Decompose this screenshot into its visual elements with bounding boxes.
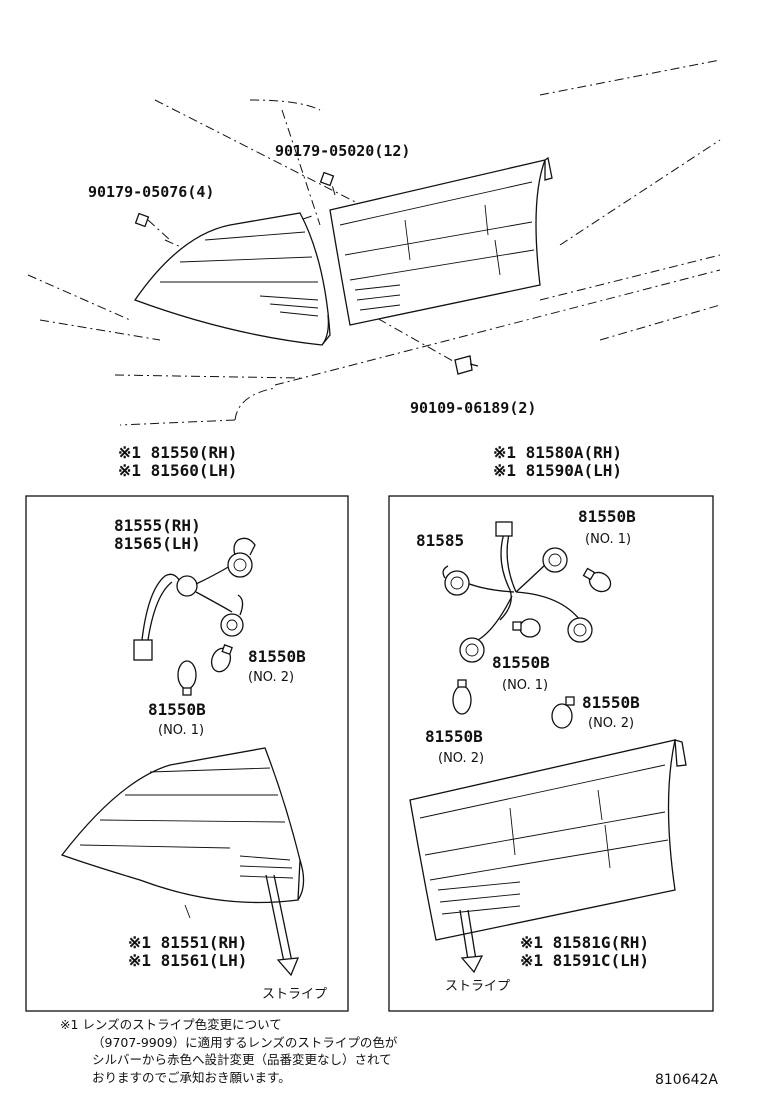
left-socket-harness xyxy=(133,537,256,661)
left-socket-rh: 81555(RH) xyxy=(114,516,201,535)
clip-part-number: 90179-05020(12) xyxy=(275,142,410,160)
left-lens-rh: ※1 81551(RH) xyxy=(128,933,247,952)
right-bulb-b-note: (NO. 1) xyxy=(502,678,548,693)
left-bulb-no2-number: 81550B xyxy=(248,647,306,666)
footnote-block: ※1 レンズのストライプ色変更について （9707-9909）に適用するレンズの… xyxy=(60,1016,620,1086)
right-bulb-a-icon xyxy=(582,567,612,593)
left-bulb-no2-icon xyxy=(210,644,233,673)
right-bulb-a-note: (NO. 1) xyxy=(585,532,631,547)
top-rear-garnish xyxy=(329,156,553,326)
right-bulb-d-note: (NO. 2) xyxy=(588,716,634,731)
right-lens-rh: ※1 81581G(RH) xyxy=(520,933,649,952)
footnote-line: シルバーから赤色へ設計変更（品番変更なし）されて xyxy=(92,1052,392,1067)
left-lens-lh: ※1 81561(LH) xyxy=(128,951,247,970)
right-wire-harness xyxy=(442,521,593,663)
right-group-box xyxy=(388,495,714,1012)
left-header-rh: ※1 81550(RH) xyxy=(118,443,237,462)
right-bulb-b-number: 81550B xyxy=(492,653,550,672)
left-bulb-no1-icon xyxy=(177,660,197,696)
right-header-lh: ※1 81590A(LH) xyxy=(493,461,622,480)
top-left-tail-lamp xyxy=(133,212,331,346)
right-stripe-arrow-icon xyxy=(459,909,484,974)
right-stripe-label: ストライプ xyxy=(445,979,510,994)
right-header-rh: ※1 81580A(RH) xyxy=(493,443,622,462)
right-bulb-d-icon xyxy=(551,696,575,729)
left-bulb-no1-note: (NO. 1) xyxy=(158,723,204,738)
left-group-box xyxy=(25,495,349,1012)
right-bulb-a-number: 81550B xyxy=(578,507,636,526)
clip-fastener-icon xyxy=(134,171,479,375)
footnote-line: （9707-9909）に適用するレンズのストライプの色が xyxy=(92,1034,398,1050)
clip-part-number-b: 90179-05076(4) xyxy=(88,183,214,201)
left-header-lh: ※1 81560(LH) xyxy=(118,461,237,480)
right-lens-lh: ※1 81591C(LH) xyxy=(520,951,649,970)
left-stripe-label: ストライプ xyxy=(262,987,327,1002)
bolt-part-number: 90109-06189(2) xyxy=(410,399,536,417)
left-tail-lamp-lens xyxy=(60,747,305,919)
left-stripe-arrow-icon xyxy=(265,874,300,977)
footnote-line: おりますのでご承知おき願います。 xyxy=(92,1069,291,1085)
left-socket-lh: 81565(LH) xyxy=(114,534,201,553)
left-bulb-no2-note: (NO. 2) xyxy=(248,670,294,685)
right-harness-number: 81585 xyxy=(416,531,464,550)
right-bulb-b-icon xyxy=(512,618,541,638)
right-bulb-d-number: 81550B xyxy=(582,693,640,712)
right-bulb-c-icon xyxy=(452,679,472,715)
right-bulb-c-note: (NO. 2) xyxy=(438,751,484,766)
left-bulb-no1-number: 81550B xyxy=(148,700,206,719)
right-bulb-c-number: 81550B xyxy=(425,727,483,746)
right-rear-garnish-lens xyxy=(409,739,687,941)
diagram-reference-number: 810642A xyxy=(654,1072,718,1088)
footnote-line: ※1 レンズのストライプ色変更について xyxy=(60,1017,282,1032)
